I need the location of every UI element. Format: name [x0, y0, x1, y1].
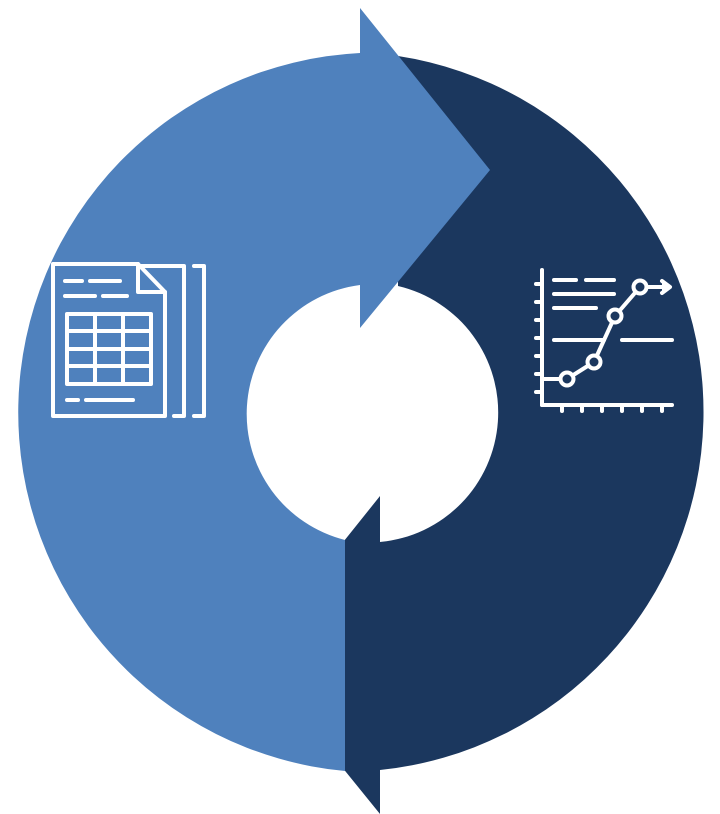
- line-chart-icon: [534, 268, 674, 413]
- spreadsheet-document-icon: [51, 262, 206, 418]
- cycle-arrow-left: [18, 8, 490, 771]
- cycle-arrow-right: [252, 56, 704, 814]
